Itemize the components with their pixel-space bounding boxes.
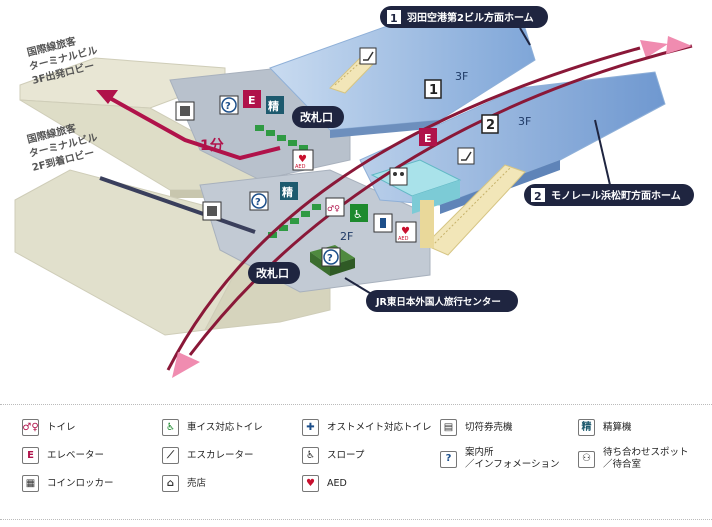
platform-2-floor: 3F (518, 115, 531, 128)
coin-locker-icon: ▦ (22, 475, 39, 492)
legend-label: スロープ (327, 449, 365, 461)
station-map: 1分 国際線旅客 ターミナルビル 3F出発ロビー 国際線旅客 ターミナルビル 2… (14, 6, 694, 378)
escalator-icon (457, 147, 475, 165)
ticket-machine-icon (175, 101, 195, 121)
ticket-machine-icon (202, 201, 222, 221)
svg-text:E: E (248, 94, 256, 107)
escalator-lower (424, 164, 526, 256)
fare-adjustment-icon: 精 (578, 419, 595, 436)
gate-upper-callout: 改札口 (292, 106, 344, 128)
walking-route (96, 90, 281, 234)
platform-2-number: 2 (486, 118, 495, 133)
svg-text:改札口: 改札口 (256, 266, 289, 280)
legend-item: ✚ オストメイト対応トイレ (302, 419, 432, 436)
aed-icon: ♥ AED (292, 149, 314, 171)
platform-1-number-box (424, 79, 442, 99)
svg-text:?: ? (225, 101, 231, 112)
svg-text:羽田空港第2ビル方面ホーム: 羽田空港第2ビル方面ホーム (407, 11, 534, 24)
train-line-to-hamamatsucho (172, 36, 693, 378)
svg-text:♥: ♥ (298, 154, 307, 165)
legend-item: ? 案内所 ／インフォメーション (440, 447, 560, 471)
legend-label: 車イス対応トイレ (187, 421, 263, 433)
svg-text:精: 精 (268, 99, 279, 113)
svg-text:改札口: 改札口 (300, 110, 333, 124)
svg-text:♥: ♥ (401, 226, 410, 237)
legend-item: ▦ コインロッカー (22, 475, 114, 492)
aed-icon: ♥ (302, 475, 319, 492)
toilet-icon: ♂♀ (22, 419, 39, 436)
legend: ♂♀ トイレ ♿ 車イス対応トイレ ✚ オストメイト対応トイレ ▤ 切符券売機 精精算機 E エレベ… (0, 404, 712, 520)
legend-label: 待ち合わせスポット ／待合室 (603, 447, 689, 470)
legend-label: オストメイト対応トイレ (327, 421, 432, 433)
legend-label: エスカレーター (187, 449, 254, 461)
svg-text:AED: AED (398, 236, 409, 242)
legend-label: 精算機 (603, 421, 632, 433)
accessible-toilet-icon: ♿ (162, 419, 179, 436)
elevator-icon: E (243, 90, 261, 108)
floor-2f-label: 2F (340, 230, 353, 243)
legend-label: トイレ (47, 421, 76, 433)
legend-item: ⌂ 売店 (162, 475, 206, 492)
svg-text:E: E (424, 132, 432, 145)
legend-label: コインロッカー (47, 477, 114, 489)
accessible-toilet-icon: ♿ (350, 204, 368, 222)
svg-text:JR東日本外国人旅行センター: JR東日本外国人旅行センター (375, 296, 501, 308)
slope-icon: ♿ (302, 447, 319, 464)
platform-1-callout: 1 羽田空港第2ビル方面ホーム (380, 6, 548, 28)
platform-1-number: 1 (429, 83, 438, 98)
legend-label: 売店 (187, 477, 207, 489)
platform-2-callout: 2 モノレール浜松町方面ホーム (524, 184, 694, 206)
legend-item: ♥ AED (302, 475, 347, 492)
platform-1-floor: 3F (455, 70, 468, 83)
elevator-icon: E (419, 128, 437, 146)
svg-text:2: 2 (534, 190, 542, 203)
svg-text:精: 精 (282, 185, 293, 199)
legend-label: エレベーター (47, 449, 105, 461)
fare-adjustment-icon: 精 (266, 96, 284, 114)
toilet-icon: ♂♀ (325, 197, 345, 217)
legend-item: 精精算機 (578, 419, 632, 436)
svg-text:モノレール浜松町方面ホーム: モノレール浜松町方面ホーム (551, 189, 681, 202)
ticket-gates-lower (268, 204, 321, 238)
svg-text:?: ? (255, 197, 261, 208)
legend-item: ♂♀ トイレ (22, 419, 76, 436)
legend-item: ▤ 切符券売機 (440, 419, 513, 436)
legend-label: 案内所 ／インフォメーション (465, 447, 560, 470)
shop-icon: ⌂ (162, 475, 179, 492)
jr-center-callout: JR東日本外国人旅行センター (366, 290, 518, 312)
information-icon: ? (321, 247, 341, 267)
fare-adjustment-icon: 精 (280, 182, 298, 200)
train-line-to-airport (166, 40, 668, 371)
aed-icon: ♥ AED (395, 221, 417, 243)
ticket-machine-icon: ▤ (440, 419, 457, 436)
gate-lower-callout: 改札口 (248, 262, 300, 284)
waiting-spot-icon (389, 167, 408, 186)
legend-item: ♿ スロープ (302, 447, 364, 464)
escalator-icon (359, 47, 377, 65)
ticket-gates-upper (255, 125, 308, 151)
elevator-icon: E (22, 447, 39, 464)
waiting-spot-icon: ⚇ (578, 450, 595, 468)
information-icon: ? (440, 450, 457, 468)
legend-item: ⚇ 待ち合わせスポット ／待合室 (578, 447, 689, 471)
walk-time-label: 1分 (200, 138, 224, 154)
legend-item: ⟋ エスカレーター (162, 447, 254, 464)
svg-text:♂♀: ♂♀ (327, 204, 340, 213)
escalator-icon: ⟋ (162, 447, 179, 464)
legend-label: AED (327, 477, 347, 489)
svg-text:?: ? (327, 253, 333, 264)
svg-text:AED: AED (295, 164, 306, 170)
ostomate-toilet-icon: ✚ (302, 419, 319, 436)
svg-text:♿: ♿ (353, 208, 363, 221)
information-icon: ? (219, 95, 239, 115)
ostomate-toilet-icon (373, 213, 393, 233)
svg-text:1: 1 (390, 12, 398, 25)
information-icon: ? (249, 191, 269, 211)
legend-item: ♿ 車イス対応トイレ (162, 419, 263, 436)
legend-label: 切符券売機 (465, 421, 513, 433)
platform-2-number-box (481, 114, 499, 134)
legend-item: E エレベーター (22, 447, 104, 464)
